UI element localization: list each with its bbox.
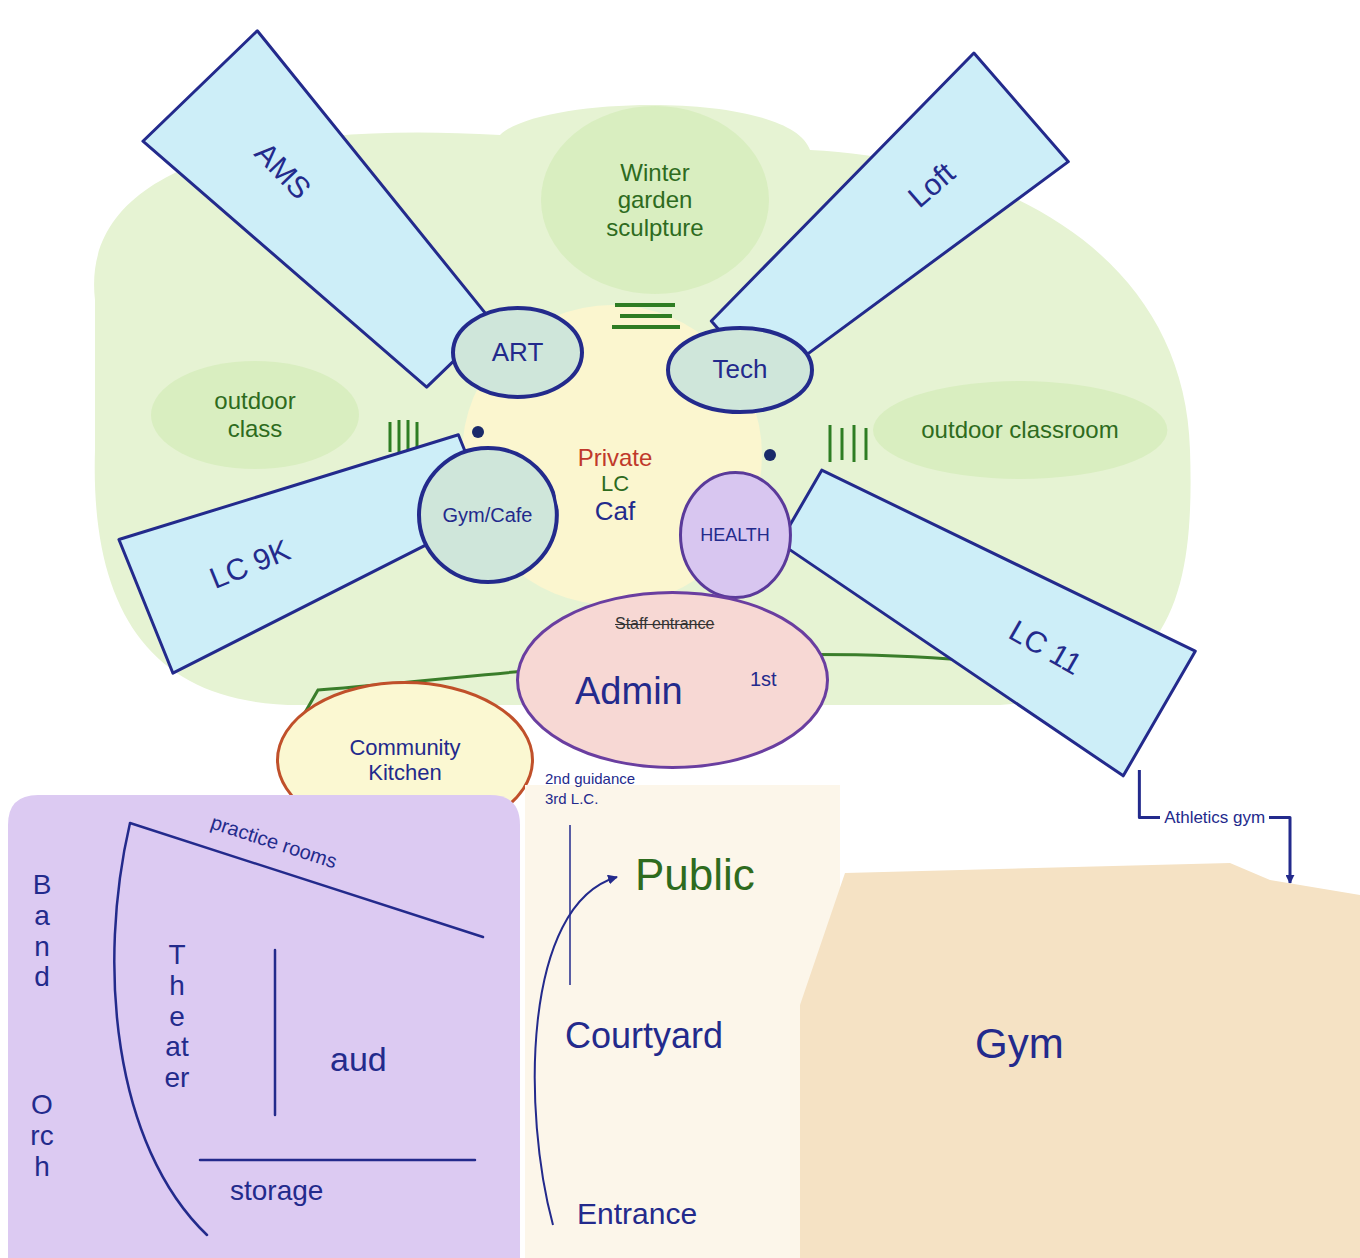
- text-holder: Tech: [665, 325, 815, 415]
- admin-zone: Staff entranceAdmin 1st: [515, 590, 830, 770]
- node-text: Public: [635, 850, 755, 901]
- node-text: Courtyard: [565, 1015, 723, 1056]
- zone-outline: [114, 823, 483, 1235]
- text-holder: Staff entranceAdmin 1st: [515, 590, 830, 770]
- node-text: Theater: [163, 940, 191, 1094]
- oval-outline: [668, 328, 812, 412]
- node-text: Orch: [28, 1090, 56, 1182]
- wing-block: LC 11: [761, 440, 1200, 780]
- node-text: Caf: [595, 497, 635, 527]
- music-zone: practice roomsTheateraudstorageBandOrch: [8, 795, 520, 1258]
- sketch-line: [569, 825, 571, 985]
- hub-oval: Tech: [665, 325, 815, 415]
- text-holder: LC 11: [761, 440, 1200, 780]
- oval-outline: [419, 448, 557, 582]
- node-outline: [761, 440, 1200, 780]
- node-text: Gym/Cafe: [442, 504, 532, 527]
- text-holder: Gym: [800, 855, 1360, 1258]
- right-ticks: [830, 425, 866, 462]
- text-holder: PrivateLCCaf: [554, 415, 676, 555]
- node-text: LC 11: [1003, 613, 1088, 682]
- theater-block: practice roomsTheateraudstorage: [95, 815, 495, 1245]
- zone-outline: [8, 795, 520, 1258]
- courtyard-zone: PublicCourtyardEntrance: [525, 785, 840, 1258]
- oval-outline: [555, 416, 675, 554]
- oval-outline: [453, 308, 582, 397]
- left-ticks: [390, 420, 417, 452]
- hub-oval: Gym/Cafe: [416, 445, 560, 585]
- garden-ticks: [612, 305, 680, 327]
- node-text: HEALTH: [700, 525, 770, 546]
- node-text: storage: [230, 1175, 323, 1207]
- garden-zone: Winter garden sculpture: [540, 105, 770, 295]
- node-outline: [800, 855, 1360, 1258]
- wing-outline: [765, 444, 1196, 776]
- node-text: Tech: [713, 355, 768, 385]
- note-label: 2nd guidance: [545, 770, 635, 787]
- node-text: Winter garden sculpture: [580, 159, 730, 242]
- zone-outline: [800, 863, 1360, 1258]
- text-holder: Gym/Cafe: [416, 445, 560, 585]
- node-text: Private: [578, 444, 653, 472]
- oval-outline: [518, 593, 828, 768]
- outdoor-zone: outdoor classroom: [872, 380, 1168, 480]
- gym-zone: Gym: [800, 855, 1360, 1258]
- node-text: ART: [492, 338, 544, 368]
- node-text: Entrance: [577, 1197, 697, 1232]
- node-text: 1st: [750, 668, 777, 691]
- text-holder: outdoor classroom: [872, 380, 1168, 480]
- text-holder: HEALTH: [678, 470, 793, 600]
- connector-label: Athletics gym: [1160, 807, 1269, 829]
- hub-oval: ART: [450, 305, 585, 400]
- text-holder: PublicCourtyardEntrance: [525, 785, 840, 1258]
- node-text: LC 9K: [205, 533, 295, 596]
- oval-outline: [680, 473, 790, 598]
- node-text: practice rooms: [208, 811, 340, 873]
- node-text: Community Kitchen: [335, 735, 475, 786]
- node-text: AMS: [247, 135, 317, 206]
- junction-dot: [764, 449, 776, 461]
- node-text: Gym: [975, 1020, 1064, 1068]
- zone-outline: [525, 785, 840, 1258]
- node-text: Loft: [901, 156, 961, 215]
- node-text: Staff entrance: [615, 615, 714, 633]
- central-commons: PrivateLCCaf: [554, 415, 676, 555]
- node-text: outdoor class: [200, 387, 310, 442]
- text-holder: BandOrch: [8, 795, 520, 1258]
- junction-dot: [472, 426, 484, 438]
- hub-oval: HEALTH: [678, 470, 793, 600]
- text-holder: practice roomsTheateraudstorage: [95, 815, 495, 1245]
- node-text: Band: [28, 870, 56, 993]
- note-label: 3rd L.C.: [545, 790, 598, 807]
- oval-outline: [873, 381, 1167, 479]
- node-text: aud: [330, 1040, 387, 1079]
- node-text: outdoor classroom: [921, 416, 1118, 444]
- text-holder: ART: [450, 305, 585, 400]
- node-text: Admin: [575, 670, 683, 714]
- outdoor-zone: outdoor class: [150, 360, 360, 470]
- node-text: LC: [601, 471, 629, 496]
- text-holder: Winter garden sculpture: [540, 105, 770, 295]
- text-holder: outdoor class: [150, 360, 360, 470]
- oval-outline: [541, 106, 769, 294]
- oval-outline: [151, 361, 359, 469]
